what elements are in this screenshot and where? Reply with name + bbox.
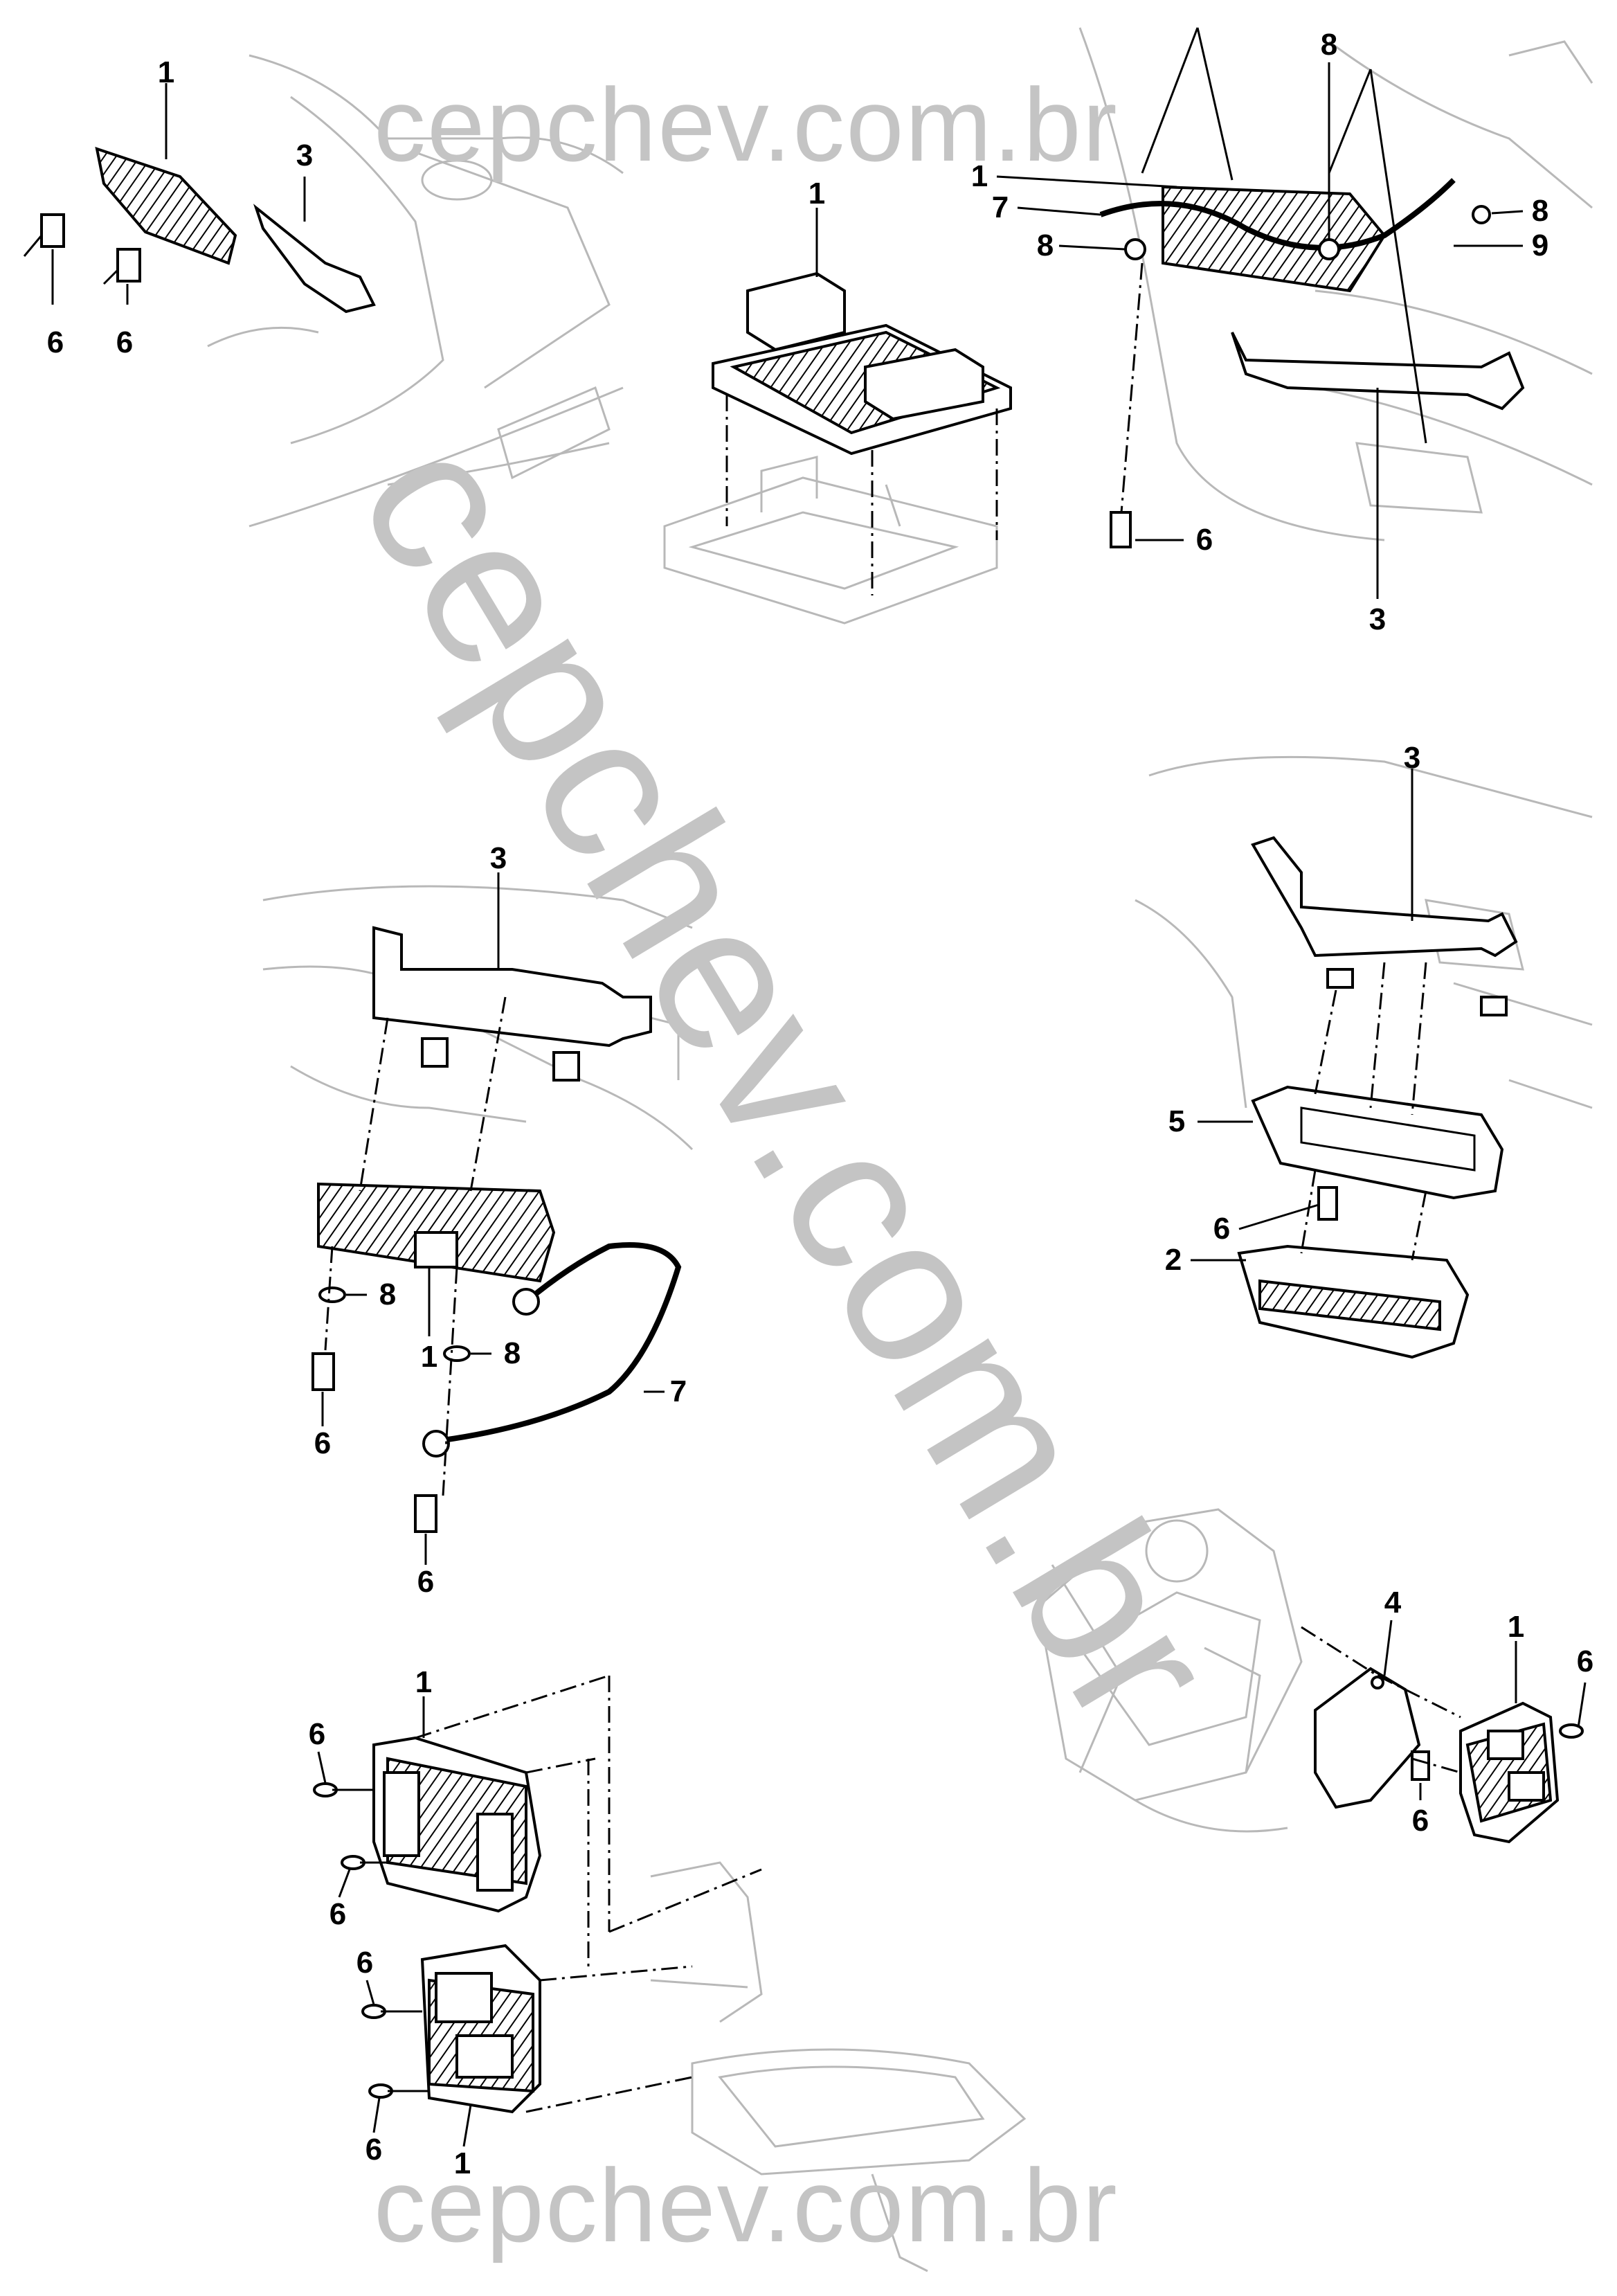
callout-number: 6	[356, 1946, 374, 1980]
panel-3-parts	[996, 27, 1525, 599]
panel-5-parts	[1191, 769, 1518, 1359]
callout-number: 1	[420, 1340, 438, 1374]
callout-number: 3	[1403, 741, 1421, 775]
callout-number: 6	[329, 1897, 347, 1931]
callout-number: 1	[157, 55, 175, 89]
callout-number: 6	[314, 1426, 332, 1460]
panel-7-parts	[1301, 1620, 1587, 1844]
callout-number: 6	[417, 1565, 435, 1599]
ecu-bracket-plate	[1314, 1667, 1421, 1809]
ground-strap	[442, 1242, 682, 1443]
watermark-bottom: cepchev.com.br	[374, 2147, 1119, 2263]
callout-number: 7	[669, 1374, 687, 1408]
callout-number: 1	[1507, 1610, 1525, 1644]
callout-number: 6	[1411, 1804, 1429, 1838]
callout-number: 6	[1213, 1212, 1231, 1246]
callout-number: 6	[1195, 523, 1213, 557]
panel-4-parts	[311, 872, 682, 1565]
panel-2-diagram	[663, 456, 998, 625]
callout-number: 3	[1368, 602, 1386, 636]
callout-number: 4	[1384, 1586, 1402, 1620]
ecu-bracket	[1251, 836, 1518, 958]
ecu-bracket	[372, 926, 652, 1048]
callout-number: 7	[991, 190, 1009, 224]
ecu-bracket	[1231, 332, 1525, 411]
callout-number: 1	[970, 159, 988, 193]
panel-7-diagram	[1037, 1508, 1303, 1833]
callout-number: 6	[116, 325, 134, 359]
callout-number: 1	[808, 177, 826, 210]
callout-number: 8	[379, 1277, 397, 1311]
panel-5-diagram	[1135, 755, 1593, 1109]
callout-number: 8	[1320, 28, 1338, 62]
callout-number: 3	[489, 841, 507, 875]
panel-6-parts	[313, 1674, 762, 2147]
callout-number: 1	[415, 1665, 433, 1699]
panel-3-diagram	[1078, 27, 1593, 541]
ecu-bracket	[253, 204, 376, 314]
ecu-cover	[1251, 1085, 1504, 1200]
callout-number: 6	[46, 325, 64, 359]
panel-1-diagram	[207, 54, 624, 528]
callout-number: 5	[1168, 1104, 1186, 1138]
callout-number: 8	[1036, 228, 1054, 262]
callout-number: 3	[296, 138, 314, 172]
panel-1-parts	[23, 83, 376, 314]
panel-2-parts	[712, 208, 1012, 595]
callout-number: 2	[1164, 1243, 1182, 1277]
ecu-module	[95, 147, 237, 265]
ground-strap	[1099, 178, 1456, 251]
callout-number: 9	[1531, 228, 1549, 262]
callout-number: 6	[1576, 1644, 1594, 1678]
callout-number: 6	[308, 1717, 326, 1751]
callout-number: 6	[365, 2133, 383, 2167]
callout-number: 1	[453, 2146, 471, 2180]
callout-number: 8	[1531, 194, 1549, 228]
watermark-top: cepchev.com.br	[374, 66, 1119, 183]
callout-number: 8	[503, 1336, 521, 1370]
panel-6-diagram	[650, 1861, 1027, 2272]
